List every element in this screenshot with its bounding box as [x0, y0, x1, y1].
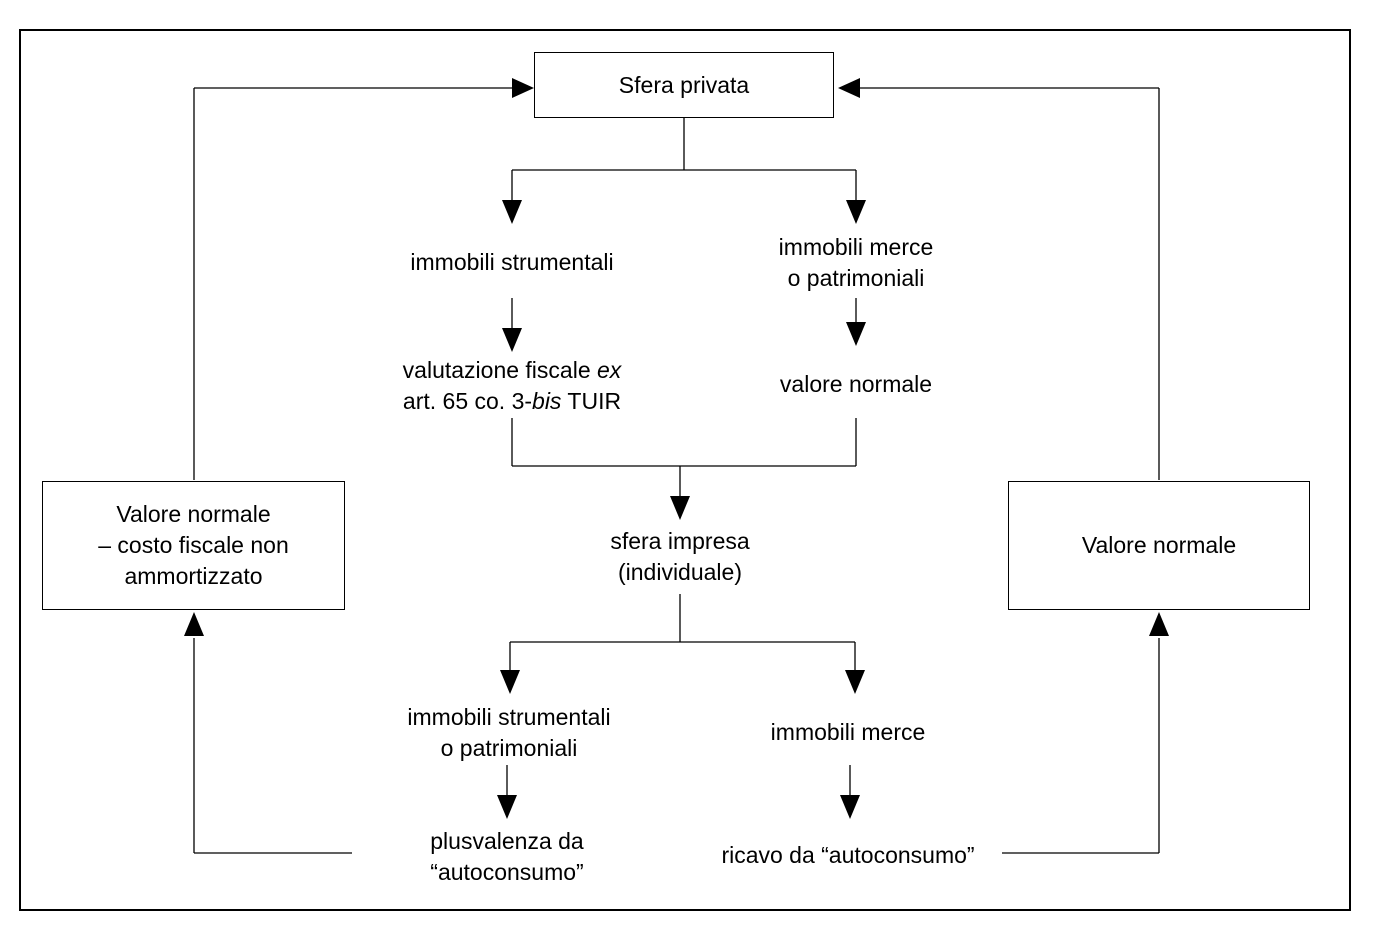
arrowhead	[845, 670, 865, 694]
arrowhead	[846, 322, 866, 346]
arrowhead	[184, 612, 204, 636]
immobili-strumentali-patrimoniali-label: immobili strumentali o patrimoniali	[407, 704, 611, 761]
arrowhead	[512, 78, 534, 98]
arrowhead	[838, 78, 860, 98]
sfera-privata-box: Sfera privata	[534, 52, 834, 118]
sfera-privata-label: Sfera privata	[618, 71, 750, 98]
outer-frame	[19, 29, 1351, 911]
arrowhead	[846, 200, 866, 224]
plusvalenza-label: plusvalenza da “autoconsumo”	[430, 828, 584, 885]
valutazione-fiscale-label: valutazione fiscale ex art. 65 co. 3-bis…	[402, 357, 622, 414]
arrowhead	[502, 200, 522, 224]
arrowhead	[670, 496, 690, 520]
ricavo-label: ricavo da “autoconsumo”	[721, 842, 975, 868]
left-valore-normale-box: Valore normale – costo fiscale non ammor…	[42, 481, 345, 610]
right-valore-normale-box: Valore normale	[1008, 481, 1310, 610]
arrowhead	[1149, 612, 1169, 636]
arrowhead	[502, 328, 522, 352]
sfera-impresa-label: sfera impresa (individuale)	[610, 528, 750, 585]
arrowhead	[500, 670, 520, 694]
immobili-merce-label: immobili merce	[770, 719, 926, 745]
arrowhead	[840, 795, 860, 819]
immobili-merce-patrimoniali-label: immobili merce o patrimoniali	[778, 234, 934, 291]
valore-normale-label: valore normale	[779, 371, 933, 397]
arrowhead	[497, 795, 517, 819]
immobili-strumentali-label: immobili strumentali	[410, 249, 614, 275]
